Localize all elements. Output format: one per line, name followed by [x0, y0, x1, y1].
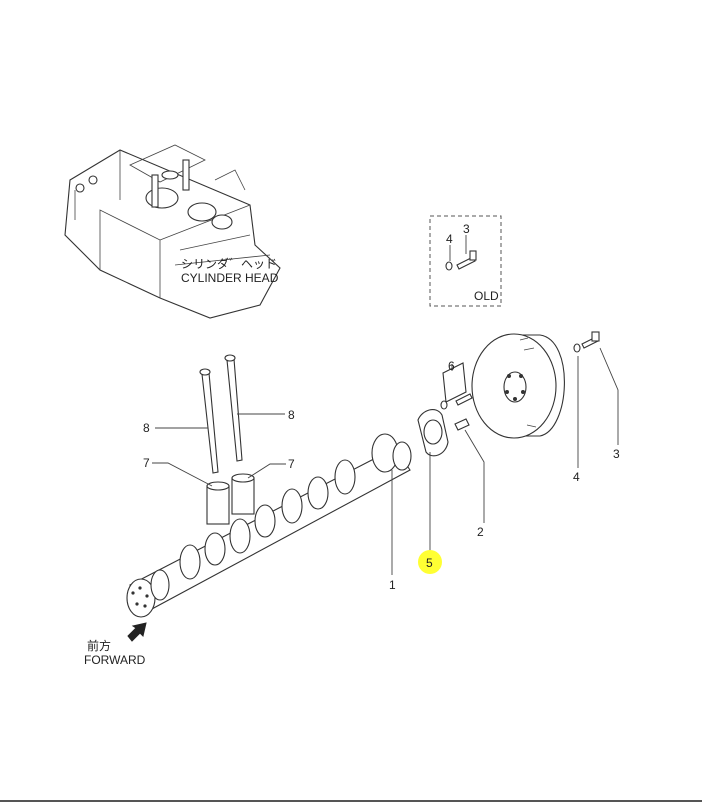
svg-text:3: 3: [463, 222, 470, 236]
svg-text:3: 3: [613, 447, 620, 461]
callout-8-right[interactable]: 8: [288, 408, 295, 422]
cylinder-head-illustration: [64, 144, 281, 319]
gear-bolt-illustration: [581, 331, 600, 349]
cylinder-head-label-jp: シリンダ゛ヘッド: [181, 256, 277, 271]
push-rod-right-illustration: [224, 354, 243, 462]
camshaft-gear-illustration: [471, 333, 565, 439]
callout-1[interactable]: 1: [389, 578, 396, 592]
svg-text:4: 4: [446, 232, 453, 246]
svg-text:8: 8: [143, 421, 150, 435]
inset-washer-illustration: [445, 261, 453, 271]
inset-bolt-illustration: [456, 250, 477, 270]
key-pin-illustration: [454, 418, 470, 431]
push-rod-left-illustration: [199, 368, 219, 474]
tappet-left-illustration: [206, 481, 230, 525]
old-label: OLD: [474, 289, 499, 303]
callout-2[interactable]: 2: [477, 525, 484, 539]
tappet-right-illustration: [231, 473, 255, 515]
svg-text:8: 8: [288, 408, 295, 422]
svg-text:1: 1: [389, 578, 396, 592]
callout-7-right[interactable]: 7: [288, 457, 295, 471]
forward-label-en: FORWARD: [84, 653, 146, 667]
callout-5[interactable]: 5: [418, 550, 442, 574]
thrust-plate-bolt-illustration: [440, 362, 473, 410]
svg-text:7: 7: [288, 457, 295, 471]
callout-6[interactable]: 6: [448, 359, 455, 373]
old-inset-frame: [429, 215, 502, 307]
svg-text:6: 6: [448, 359, 455, 373]
callout-5-highlight: [418, 550, 442, 574]
svg-text:5: 5: [426, 556, 433, 570]
thrust-plate-illustration: [417, 409, 449, 457]
forward-arrow-icon: [127, 622, 147, 642]
callout-4-main[interactable]: 4: [573, 470, 580, 484]
callout-3-inset[interactable]: 3: [463, 222, 470, 236]
cylinder-head-label-en: CYLINDER HEAD: [181, 271, 279, 285]
callout-8-left[interactable]: 8: [143, 421, 150, 435]
svg-text:4: 4: [573, 470, 580, 484]
callout-3-main[interactable]: 3: [613, 447, 620, 461]
forward-label-jp: 前方: [87, 638, 111, 653]
svg-text:2: 2: [477, 525, 484, 539]
gear-washer-illustration: [573, 343, 581, 353]
callout-7-left[interactable]: 7: [143, 456, 150, 470]
callout-4-inset[interactable]: 4: [446, 232, 453, 246]
svg-text:7: 7: [143, 456, 150, 470]
camshaft-illustration: [126, 433, 412, 618]
